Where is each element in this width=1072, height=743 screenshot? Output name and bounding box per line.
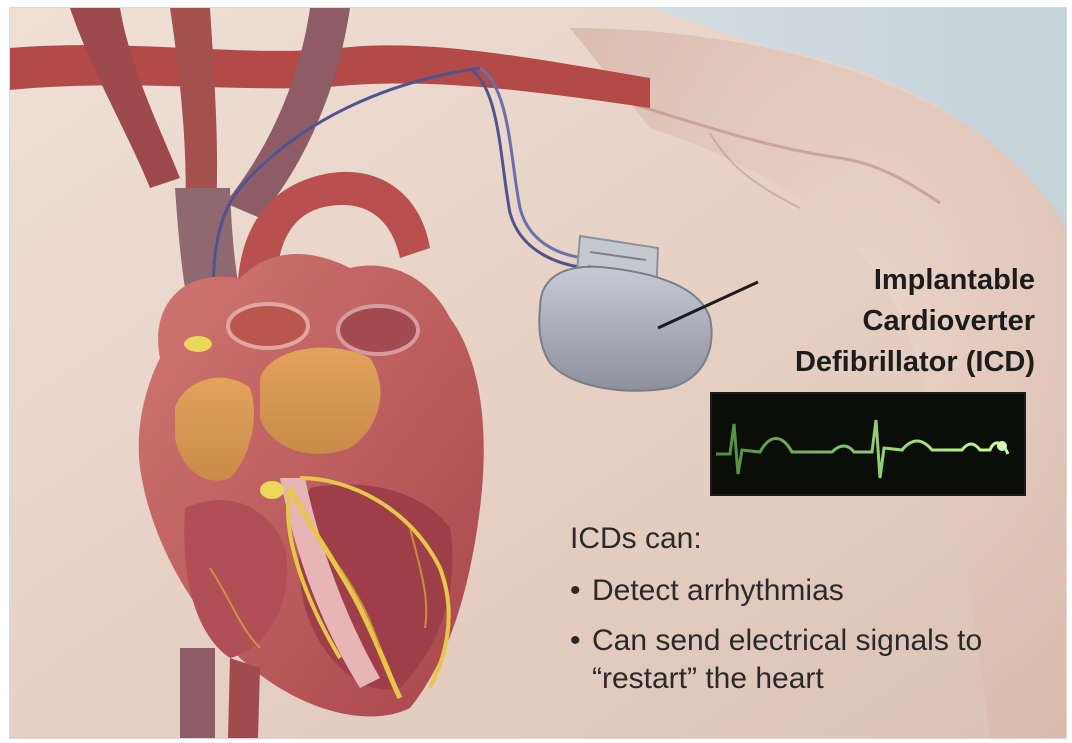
illustration-frame: Implantable Cardioverter Defibrillator (… — [10, 8, 1066, 738]
descending-aorta — [228, 658, 260, 738]
info-bullet-1: • Detect arrhythmias — [570, 572, 1030, 610]
info-bullet-2: • Can send electrical signals to “restar… — [570, 622, 1030, 698]
device-label: Implantable Cardioverter Defibrillator (… — [715, 260, 1035, 383]
pulmonary-valve-opening — [338, 306, 418, 354]
device-label-line-3: Defibrillator (ICD) — [715, 342, 1035, 383]
ecg-trace — [716, 420, 1008, 478]
bullet-dot: • — [570, 622, 592, 698]
ecg-trace-graphic — [712, 394, 1024, 494]
ecg-trace-head — [997, 441, 1007, 451]
info-intro: ICDs can: — [570, 520, 1030, 558]
bullet-text: Can send electrical signals to “restart”… — [592, 622, 1030, 698]
device-label-line-1: Implantable — [715, 260, 1035, 301]
device-label-line-2: Cardioverter — [715, 301, 1035, 342]
icd-info-panel: ICDs can: • Detect arrhythmias • Can sen… — [570, 520, 1030, 710]
bullet-dot: • — [570, 572, 592, 610]
bullet-text: Detect arrhythmias — [592, 572, 1030, 610]
aortic-valve-opening — [228, 304, 308, 348]
ecg-monitor — [710, 392, 1026, 496]
inferior-vena-cava — [180, 648, 215, 738]
av-node — [260, 481, 284, 499]
sa-node — [184, 336, 212, 352]
